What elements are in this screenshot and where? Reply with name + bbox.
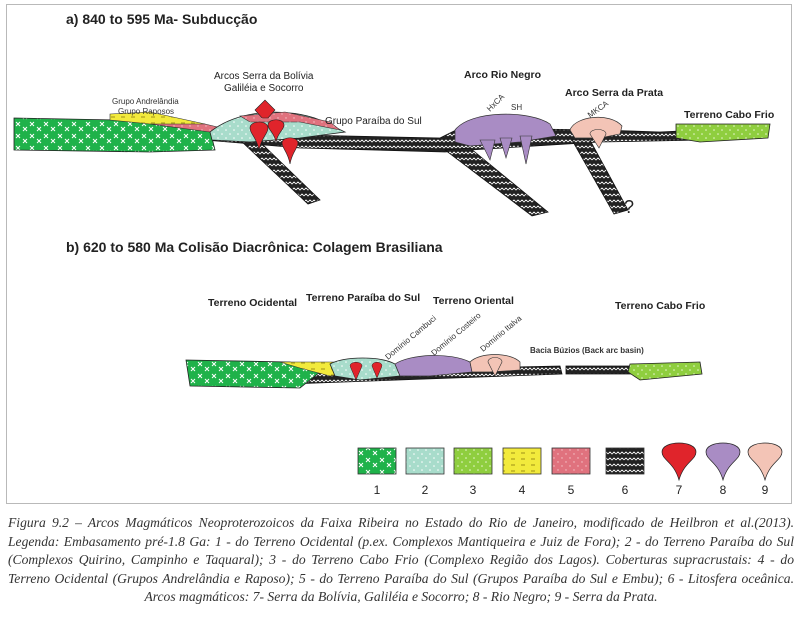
label-galileia-socorro: Galiléia e Socorro (224, 83, 304, 94)
label-terreno-paraiba: Terreno Paraíba do Sul (306, 292, 420, 304)
panel-b-title: b) 620 to 580 Ma Colisão Diacrônica: Col… (66, 239, 443, 255)
label-hxca: HxCA (485, 92, 507, 114)
legend-swatch-5 (551, 447, 591, 475)
label-dominio-costeiro: Domínio Costeiro (430, 311, 484, 358)
legend-num-9: 9 (762, 483, 769, 497)
label-dominio-cambuci: Domínio Cambuci (384, 314, 439, 362)
label-terreno-cabo-frio-b: Terreno Cabo Frio (615, 300, 705, 312)
legend-num-1: 1 (374, 483, 381, 497)
legend-pluton-9 (747, 442, 783, 482)
legend-num-2: 2 (422, 483, 429, 497)
label-terreno-oriental: Terreno Oriental (433, 295, 514, 307)
label-arco-serra-prata: Arco Serra da Prata (565, 87, 663, 99)
legend-num-8: 8 (720, 483, 727, 497)
pluton-serra-bolivia (249, 99, 299, 165)
legend: 1 2 3 4 5 6 7 8 9 (357, 442, 783, 497)
arco-serra-prata (569, 116, 623, 139)
label-bacia-buzios: Bacia Búzios (Back arc basin) (530, 346, 644, 355)
legend-swatch-2 (405, 447, 445, 475)
legend-num-5: 5 (568, 483, 575, 497)
legend-pluton-8 (705, 442, 741, 482)
terreno-cabo-frio-a (675, 123, 771, 143)
rio-negro-arc-b (394, 355, 473, 377)
label-grupo-paraiba-sul: Grupo Paraíba do Sul (325, 116, 422, 127)
terreno-ocidental-b (185, 359, 321, 389)
label-grupo-andrelandia: Grupo Andrelândia (112, 97, 179, 106)
legend-swatch-6 (605, 447, 645, 475)
legend-swatch-1 (357, 447, 397, 475)
geologic-diagram: a) 840 to 595 Ma- Subducção Arcos Serra … (13, 11, 783, 497)
label-arcos-bolivia: Arcos Serra da Bolívia (214, 71, 314, 82)
label-arco-rio-negro: Arco Rio Negro (464, 69, 541, 81)
label-mkca: MKCA (586, 99, 611, 120)
paraiba-do-sul-terrane-b (329, 357, 401, 381)
figure-frame (6, 4, 792, 504)
legend-pluton-7 (661, 442, 697, 482)
label-terreno-ocidental: Terreno Ocidental (208, 297, 297, 309)
label-grupo-raposos: Grupo Raposos (118, 107, 174, 116)
legend-swatch-3 (453, 447, 493, 475)
legend-num-7: 7 (676, 483, 683, 497)
legend-num-3: 3 (470, 483, 477, 497)
legend-swatch-4 (502, 447, 542, 475)
label-dominio-italva: Domínio Italva (479, 313, 524, 353)
legend-num-4: 4 (519, 483, 526, 497)
label-question: ? (624, 197, 634, 217)
label-sh: SH (511, 103, 522, 112)
panel-a-title: a) 840 to 595 Ma- Subducção (66, 11, 257, 27)
legend-num-6: 6 (622, 483, 629, 497)
terreno-cabo-frio-b (627, 361, 703, 381)
label-terreno-cabo-frio-a: Terreno Cabo Frio (684, 109, 774, 121)
figure-caption: Figura 9.2 – Arcos Magmáticos Neoprotero… (8, 515, 794, 604)
